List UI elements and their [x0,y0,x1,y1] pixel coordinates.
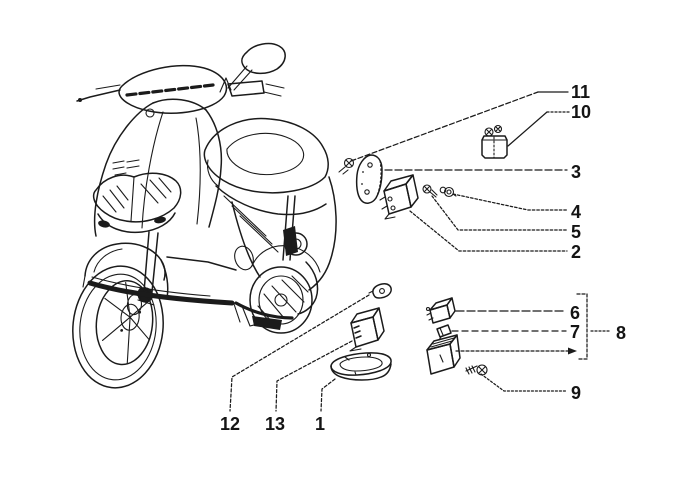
group-bracket-8 [576,293,588,360]
part-3-plate [355,154,383,204]
callout-label-10: 10 [571,102,591,122]
callout-label-3: 3 [571,162,581,182]
callout-label-11: 11 [571,82,590,102]
leader-line-2 [409,210,568,252]
callout-label-6: 6 [570,303,580,323]
exploded-parts [330,124,508,381]
part-1-tray [330,352,392,381]
callout-label-5: 5 [571,222,581,242]
leader-line-11 [350,91,539,162]
callout-label-2: 2 [571,242,581,262]
headlight-icon [92,172,182,234]
part-9-screw [465,364,488,376]
part-11-screw [338,157,355,175]
part-12-clip [368,283,392,299]
part-2-device [379,174,419,220]
front-fender [82,242,169,299]
front-shield [93,98,223,237]
callout-label-9: 9 [571,383,581,403]
callout-label-7: 7 [570,322,580,342]
leader-line-4 [452,193,568,211]
callout-label-8: 8 [616,323,626,343]
callout-label-4: 4 [571,202,581,222]
leader-line-10 [507,111,548,147]
rear-wheel [233,261,319,334]
callout-label-1: 1 [315,414,325,434]
front-wheel [72,265,164,389]
seat [203,117,329,194]
leader-line-9 [480,373,568,392]
callout-label-13: 13 [265,414,285,434]
callout-label-12: 12 [220,414,240,434]
part-8-device [426,334,461,375]
callout-labels: 11 10 3 4 5 2 6 7 8 9 12 13 1 [220,82,626,434]
scooter-illustration [72,42,337,389]
leader-arrowhead-icon [568,347,577,355]
part-5-screw [422,184,438,198]
part-10-device [481,124,508,159]
leader-line-13 [275,340,353,412]
leader-line-5 [431,195,568,231]
rear-bodywork [215,176,337,291]
vent-slots-icon [112,159,140,176]
handlebar [76,64,285,118]
part-4-fastener [439,186,457,198]
leader-lines [229,91,612,412]
floorboard [87,256,237,306]
part-6-device [425,297,456,324]
part-13-device [349,307,385,352]
leader-line-1 [320,378,336,412]
leader-line-12 [229,294,370,412]
